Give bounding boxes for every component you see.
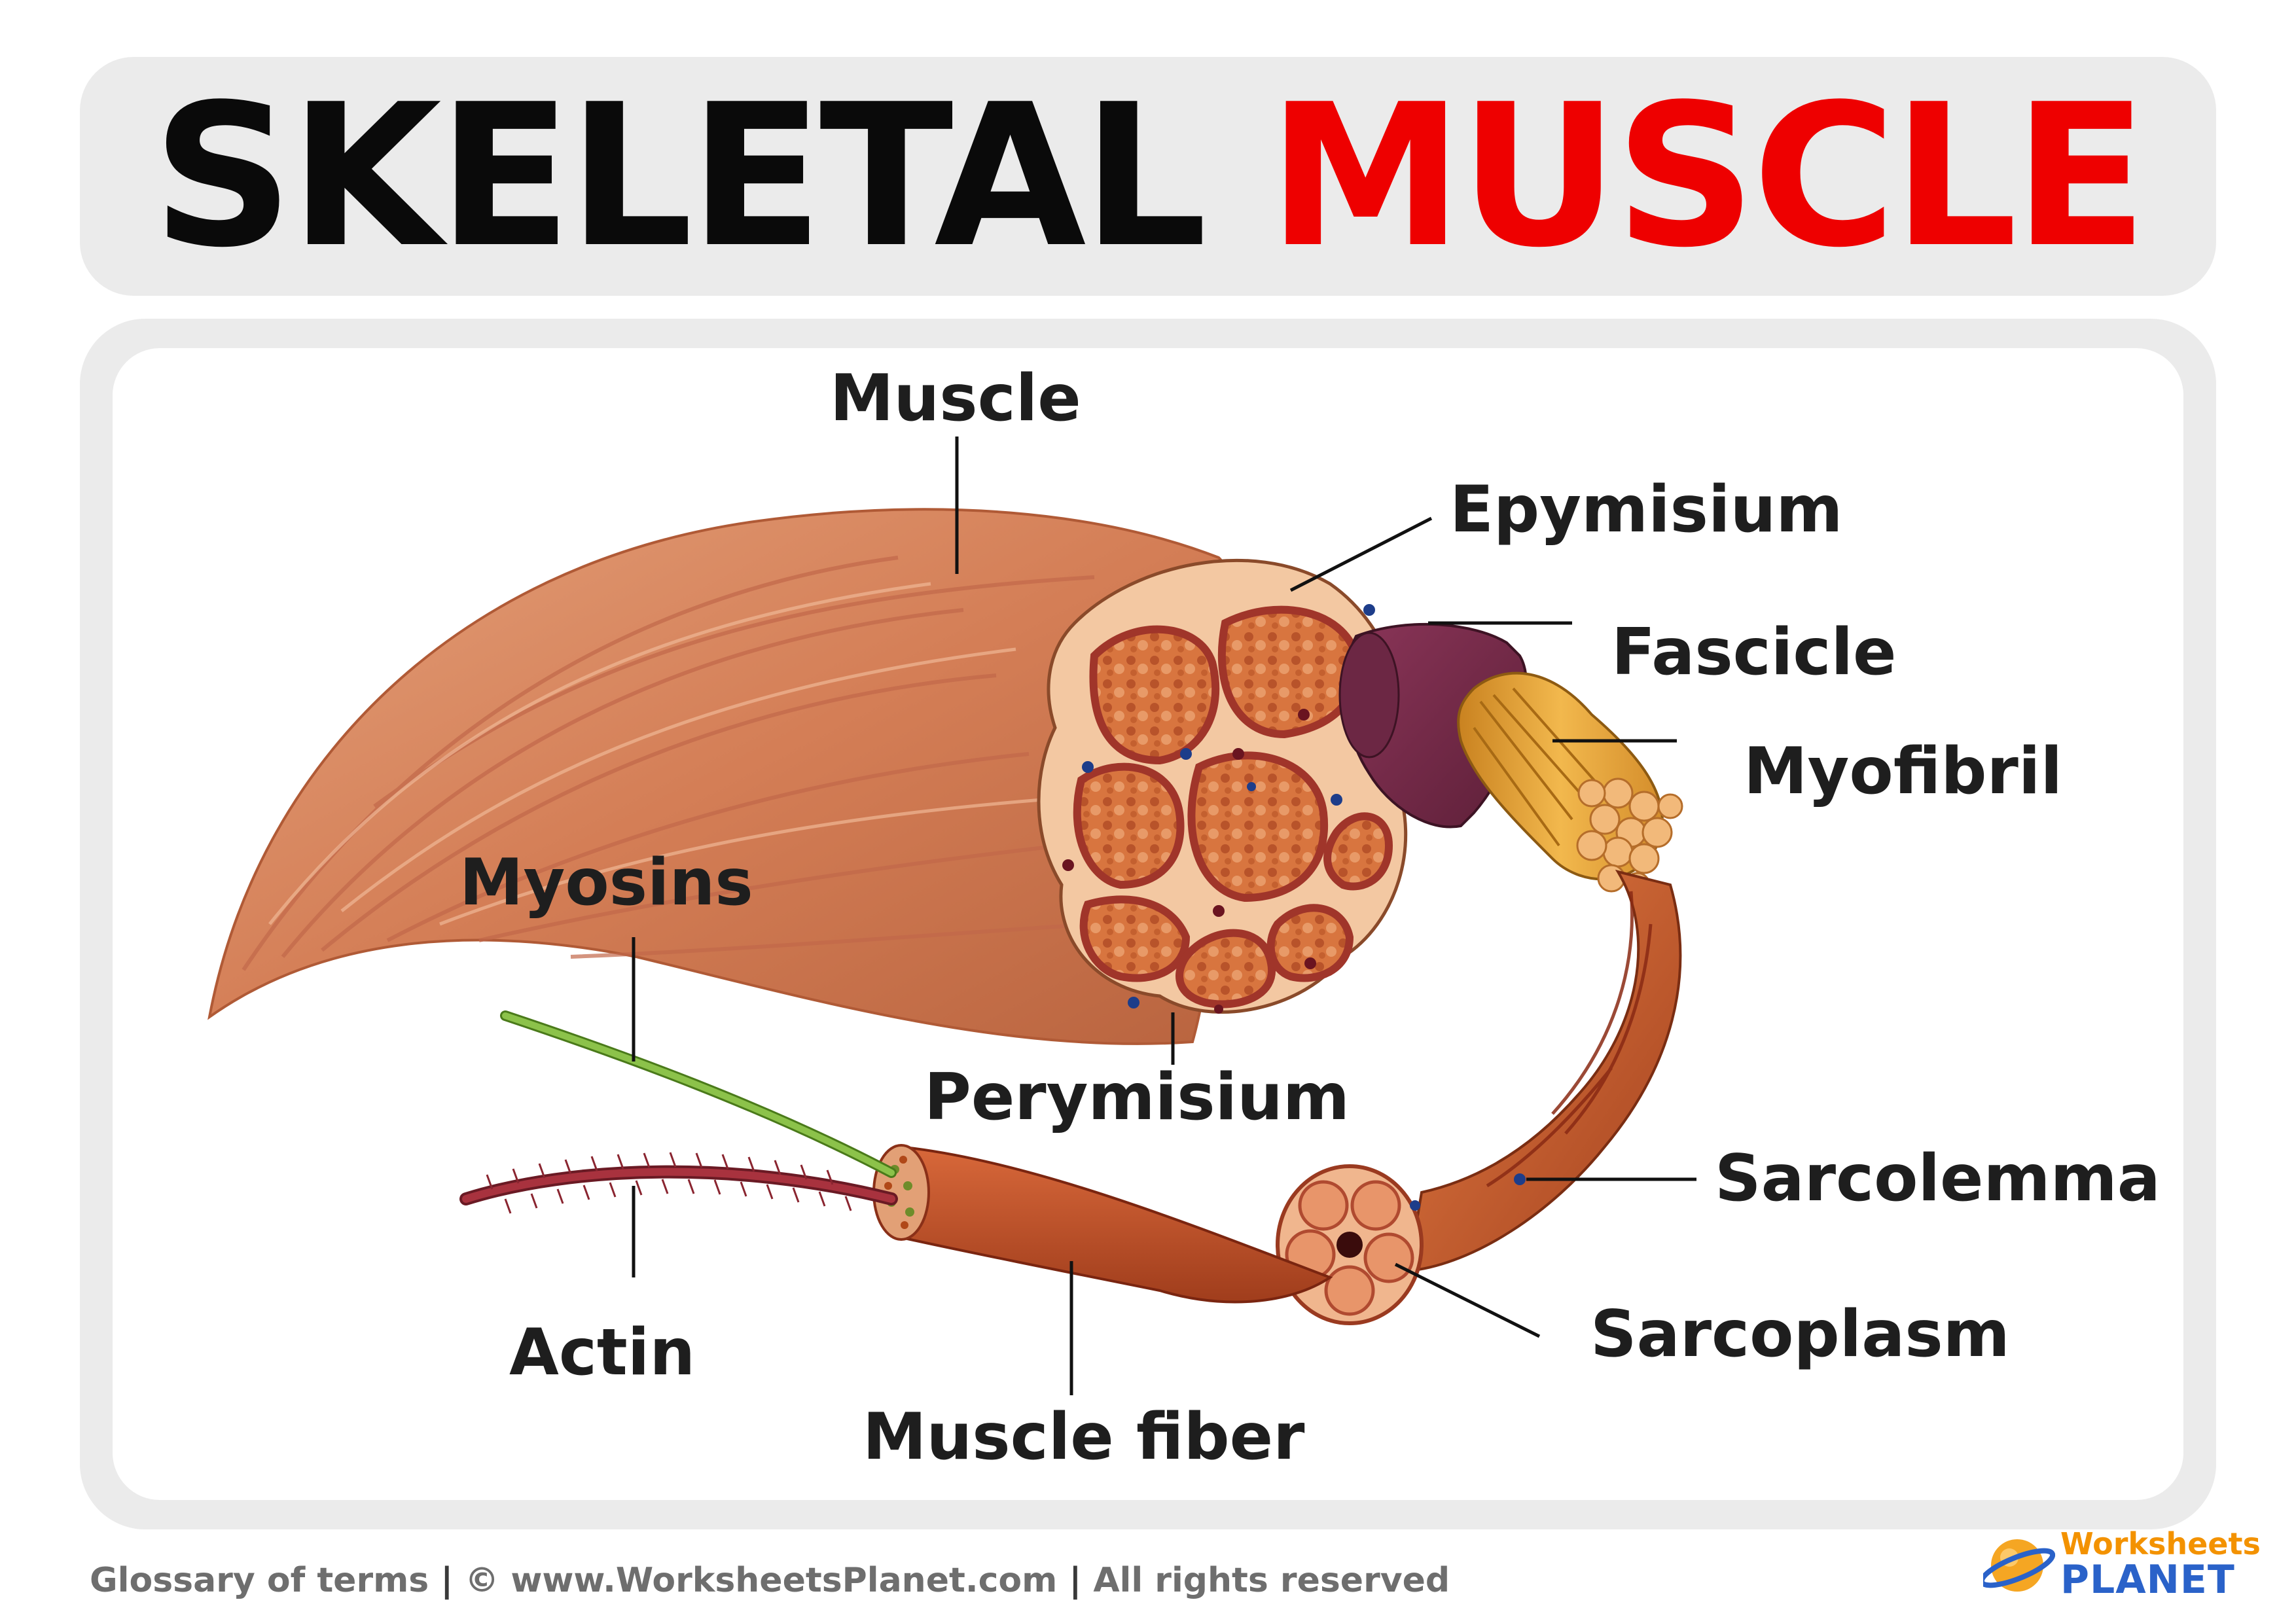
- title-word-skeletal: SKELETAL: [152, 62, 1207, 291]
- label-sarcolemma: Sarcolemma: [1715, 1141, 2161, 1216]
- label-muscle-fiber: Muscle fiber: [863, 1400, 1305, 1474]
- footer: Glossary of terms | © www.WorksheetsPlanet…: [90, 1558, 1450, 1603]
- title-banner: SKELETAL MUSCLE: [80, 57, 2216, 296]
- actin-filament: [459, 1152, 898, 1214]
- footer-glossary: Glossary of terms: [90, 1561, 429, 1600]
- skeletal-muscle-illustration: [207, 437, 1696, 1395]
- leader-lines: [632, 437, 1696, 1395]
- title-word-muscle: MUSCLE: [1268, 62, 2147, 291]
- myofibril-bundle: [1457, 671, 1683, 898]
- small-muscle-fiber: [872, 1144, 1333, 1304]
- leader-epymisium: [1289, 516, 1433, 592]
- label-myosins: Myosins: [459, 846, 753, 920]
- footer-rights: All rights reserved: [1093, 1561, 1450, 1600]
- footer-separator-2: |: [1069, 1561, 1082, 1600]
- footer-separator: |: [440, 1561, 454, 1600]
- diagram-panel: [80, 319, 2216, 1529]
- label-actin: Actin: [509, 1315, 696, 1390]
- logo-worksheets: Worksheets: [2060, 1526, 2261, 1561]
- myosin-filament: [500, 1010, 897, 1178]
- logo-planet: PLANET: [2060, 1557, 2235, 1603]
- muscle-belly: [207, 508, 1235, 1045]
- worksheets-planet-logo: Worksheets PLANET: [1979, 1525, 2261, 1610]
- label-perymisium: Perymisium: [924, 1060, 1350, 1135]
- label-fascicle: Fascicle: [1611, 615, 1897, 690]
- muscle-cross-section: [1037, 558, 1408, 1014]
- label-myofibril: Myofibril: [1744, 734, 2063, 809]
- label-sarcoplasm: Sarcoplasm: [1590, 1297, 2010, 1372]
- leader-sarcoplasm: [1394, 1262, 1541, 1338]
- page-title: SKELETAL MUSCLE: [152, 78, 2147, 275]
- diagram-area: [113, 348, 2183, 1500]
- muscle-fiber-tube: [1276, 869, 1682, 1325]
- label-muscle: Muscle: [830, 361, 1081, 436]
- label-epymisium: Epymisium: [1450, 473, 1843, 547]
- planet-icon: [1979, 1539, 2056, 1592]
- footer-copyright: © www.WorksheetsPlanet.com: [465, 1561, 1058, 1600]
